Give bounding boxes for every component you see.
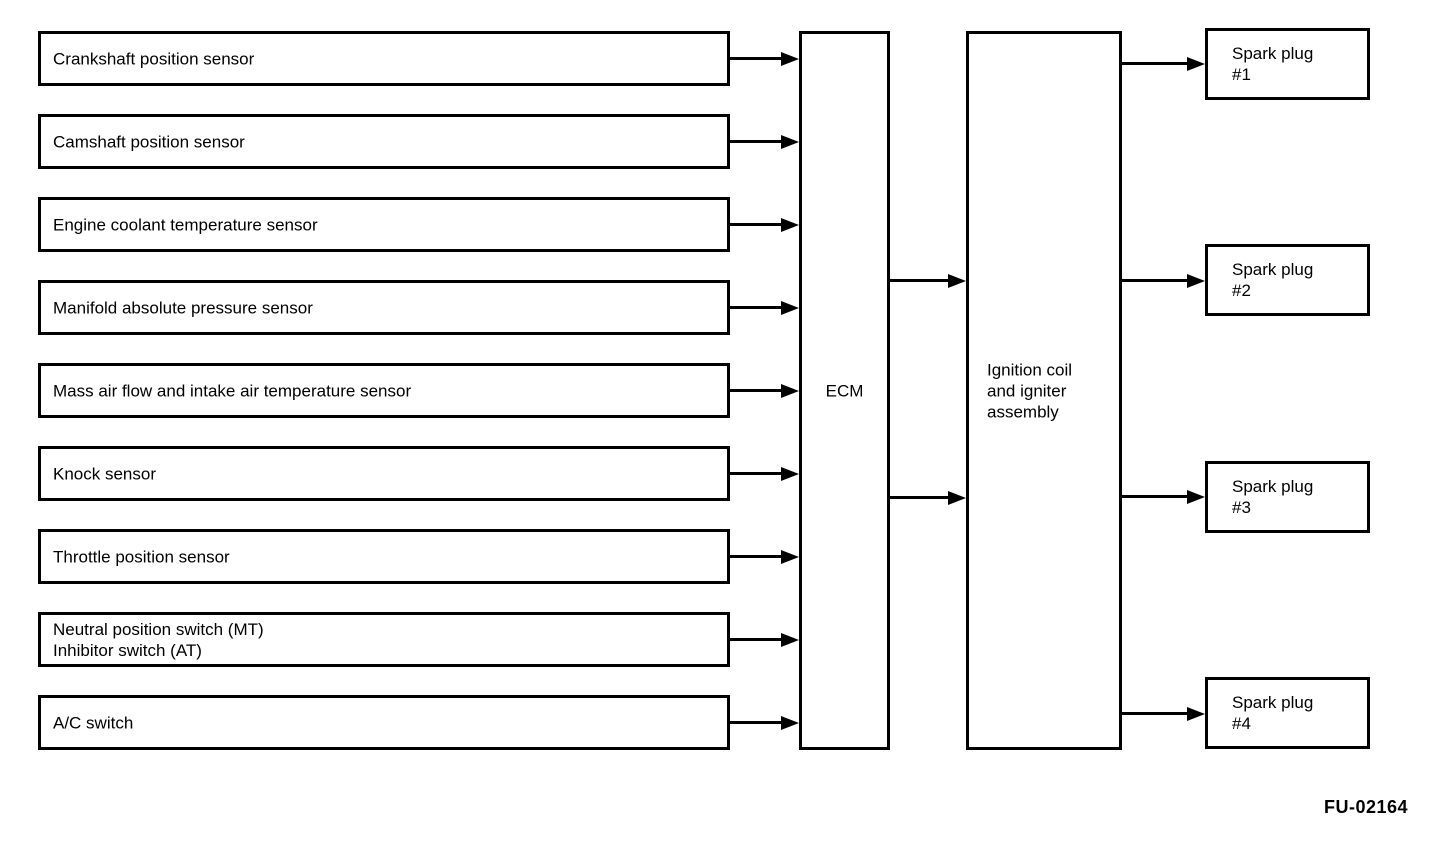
spark-plug-box-1: Spark plug #1: [1205, 28, 1370, 100]
arrow-shaft: [730, 721, 781, 724]
figure-code: FU-02164: [1324, 797, 1409, 817]
sensor-label: Engine coolant temperature sensor: [53, 215, 318, 234]
sensor-label: Throttle position sensor: [53, 547, 230, 566]
sensor-box-engine-coolant-temperature: Engine coolant temperature sensor: [38, 197, 730, 252]
arrow-head: [781, 217, 799, 232]
arrow-head: [781, 632, 799, 647]
arrow-head: [781, 466, 799, 481]
sensor-box-camshaft-position: Camshaft position sensor: [38, 114, 730, 169]
arrow-head: [1187, 706, 1205, 721]
arrow-shaft: [730, 306, 781, 309]
sensor-label: Mass air flow and intake air temperature…: [53, 381, 412, 400]
arrow-head: [948, 490, 966, 505]
spark-plug-label: Spark plug #4: [1232, 693, 1314, 733]
arrow-head: [781, 549, 799, 564]
sensor-box-manifold-absolute-pressure: Manifold absolute pressure sensor: [38, 280, 730, 335]
arrow-head: [1187, 56, 1205, 71]
ecm-box: ECM: [799, 31, 890, 750]
sensor-label: Knock sensor: [53, 464, 156, 483]
sensor-box-mass-air-flow-intake-air-temperature: Mass air flow and intake air temperature…: [38, 363, 730, 418]
arrow-shaft: [730, 555, 781, 558]
spark-plug-label: Spark plug #2: [1232, 260, 1314, 300]
ignition-coil-and-igniter-assembly-box: Ignition coil and igniter assembly: [966, 31, 1122, 750]
arrow-shaft: [730, 223, 781, 226]
arrow-shaft: [890, 496, 948, 499]
spark-plug-box-2: Spark plug #2: [1205, 244, 1370, 316]
arrow-head: [781, 134, 799, 149]
arrow-shaft: [730, 389, 781, 392]
arrow-head: [781, 715, 799, 730]
spark-plug-label: Spark plug #1: [1232, 44, 1314, 84]
arrow-shaft: [1122, 62, 1187, 65]
arrow-shaft: [1122, 712, 1187, 715]
arrow-shaft: [730, 472, 781, 475]
spark-plug-box-3: Spark plug #3: [1205, 461, 1370, 533]
sensor-label: Crankshaft position sensor: [53, 49, 255, 68]
sensor-label: Neutral position switch (MT) Inhibitor s…: [53, 619, 264, 660]
arrow-head: [781, 300, 799, 315]
arrow-shaft: [1122, 495, 1187, 498]
ignition-coil-label: Ignition coil and igniter assembly: [987, 360, 1073, 421]
sensor-box-crankshaft-position: Crankshaft position sensor: [38, 31, 730, 86]
arrow-head: [1187, 273, 1205, 288]
sensor-label: Camshaft position sensor: [53, 132, 245, 151]
arrow-shaft: [730, 140, 781, 143]
arrow-head: [1187, 489, 1205, 504]
sensor-label: Manifold absolute pressure sensor: [53, 298, 313, 317]
arrow-shaft: [890, 279, 948, 282]
ecm-label: ECM: [825, 381, 864, 400]
arrow-shaft: [730, 57, 781, 60]
sensor-box-throttle-position: Throttle position sensor: [38, 529, 730, 584]
spark-plug-box-4: Spark plug #4: [1205, 677, 1370, 749]
arrow-head: [781, 383, 799, 398]
arrow-head: [948, 273, 966, 288]
arrow-shaft: [1122, 279, 1187, 282]
spark-plug-label: Spark plug #3: [1232, 477, 1314, 517]
sensor-label: A/C switch: [53, 713, 134, 732]
sensor-box-neutral-inhibitor-switch: Neutral position switch (MT) Inhibitor s…: [38, 612, 730, 667]
sensor-box-ac-switch: A/C switch: [38, 695, 730, 750]
sensor-box-knock: Knock sensor: [38, 446, 730, 501]
arrow-head: [781, 51, 799, 66]
arrow-shaft: [730, 638, 781, 641]
